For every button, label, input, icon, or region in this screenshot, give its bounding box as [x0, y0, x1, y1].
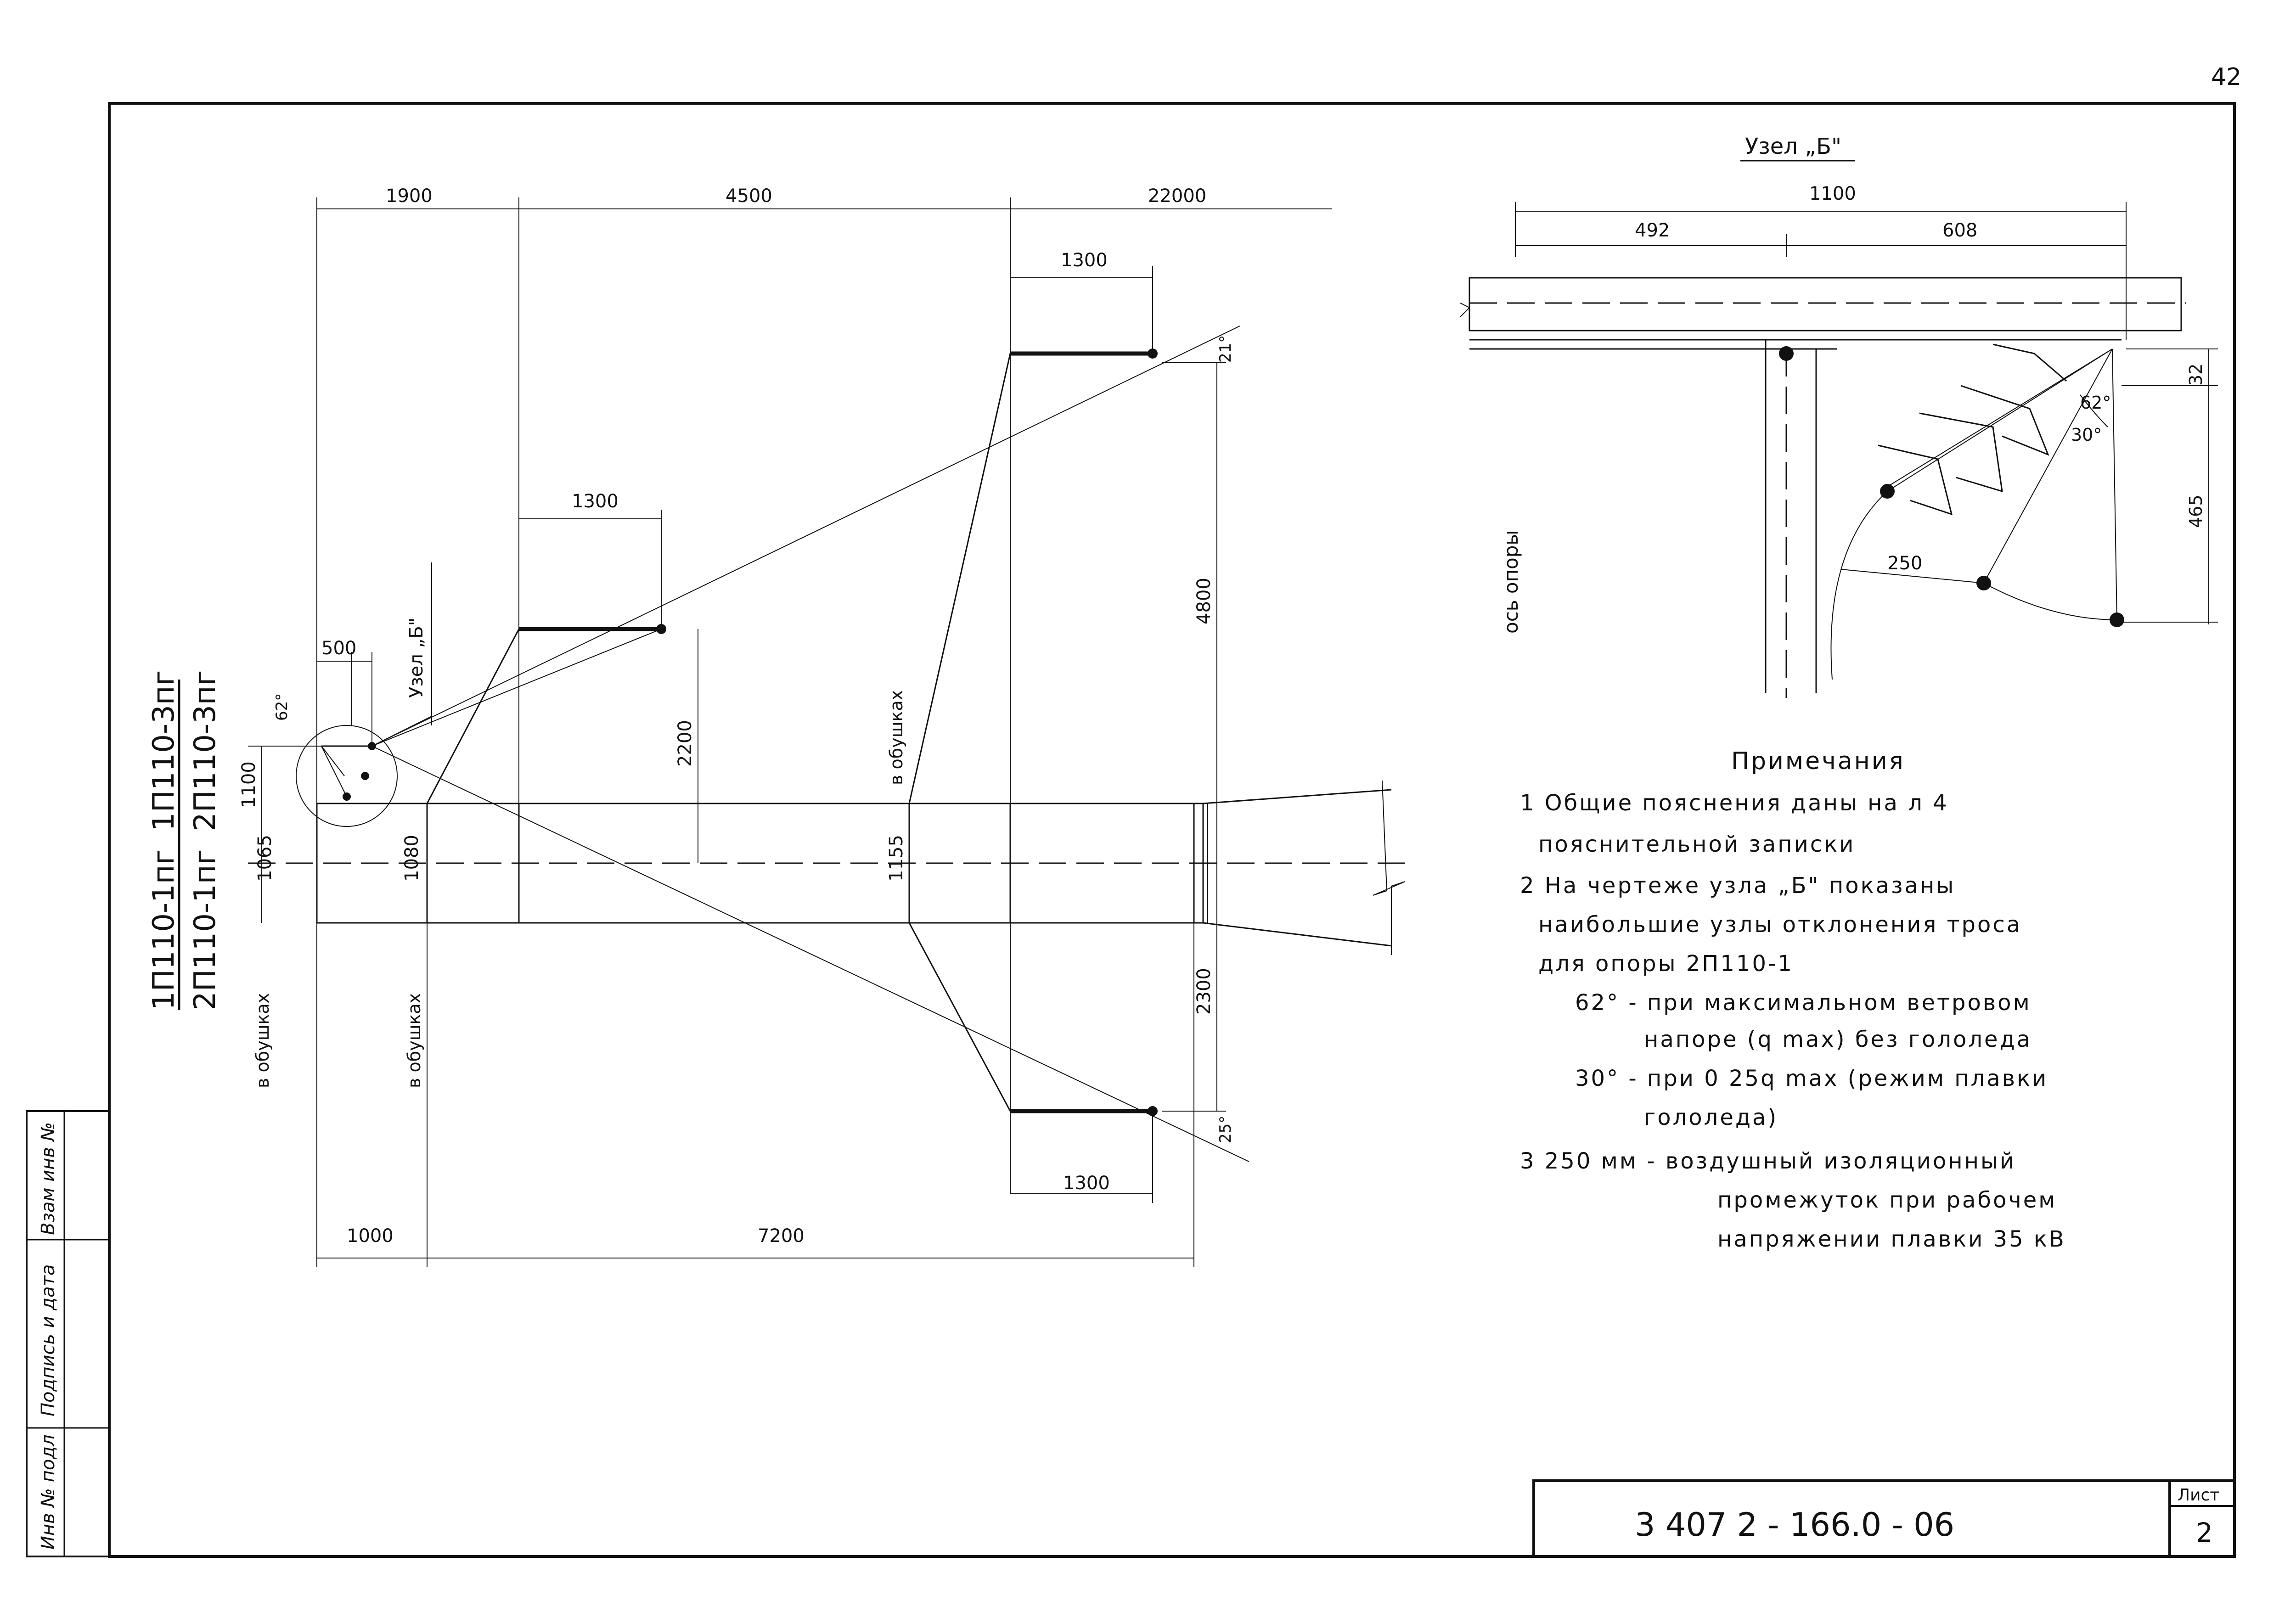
insulator-string: [1878, 343, 2113, 516]
dim-2200: 2200: [675, 720, 696, 767]
note-line-1: 1 Общие пояснения даны на л 4: [1520, 790, 1949, 816]
axis-label: ось опоры: [1500, 530, 1522, 634]
node-dim-465: 465: [2186, 494, 2206, 528]
node-b-label: Узел „Б": [406, 618, 427, 698]
notes: Примечания 1 Общие пояснения даны на л 4…: [1520, 747, 2066, 1252]
dim-4800: 4800: [1193, 578, 1215, 624]
title-line2b: 2П110-3пг: [188, 670, 222, 831]
note-line-6: 62° - при максимальном ветровом: [1575, 990, 2032, 1016]
node-angle-30: 30°: [2071, 425, 2102, 445]
node-dim-1100: 1100: [1809, 183, 1856, 204]
node-b-view: Узел „Б" 1100 492 608 ось опоры: [1460, 134, 2218, 698]
element-title: 1П110-1пг 1П110-3пг 2П110-1пг 2П110-3пг: [147, 670, 222, 1010]
dim-1080: 1080: [401, 835, 422, 882]
note-line-4: наибольшие узлы отклонения троса: [1538, 912, 2022, 938]
dim-1300-top: 1300: [1061, 250, 1108, 271]
label-obushkah-1: в обушках: [253, 993, 273, 1088]
note-line-8: 30° - при 0 25q max (режим плавки: [1575, 1066, 2048, 1091]
dim-1300-bot: 1300: [1063, 1173, 1110, 1194]
note-line-3: 2 На чертеже узла „Б" показаны: [1520, 873, 1955, 899]
notes-heading: Примечания: [1731, 747, 1905, 775]
dim-1065: 1065: [254, 835, 276, 882]
angle-21: 21°: [1216, 335, 1235, 363]
stamp-vzam-inv: Взам инв №: [38, 1122, 59, 1235]
title-block: 3 407 2 - 166.0 - 06 Лист 2: [1532, 1479, 2236, 1558]
stamp-podpis-data: Подпись и дата: [38, 1264, 59, 1416]
label-obushkah-3: в обушках: [886, 690, 906, 785]
dim-top-4500: 4500: [726, 185, 772, 207]
title-line1a: 1П110-1пг: [147, 849, 181, 1010]
dim-top-1900: 1900: [386, 185, 433, 207]
note-line-12: напряжении плавки 35 кВ: [1717, 1226, 2066, 1252]
dim-2300: 2300: [1193, 968, 1215, 1015]
note-line-7: напоре (q max) без гололеда: [1644, 1027, 2032, 1052]
note-line-11: промежуток при рабочем: [1717, 1187, 2057, 1213]
note-line-5: для опоры 2П110-1: [1538, 951, 1794, 977]
title-line2a: 2П110-1пг: [188, 849, 222, 1010]
stamp-inv-podl: Инв № подл: [38, 1434, 59, 1550]
node-dim-492: 492: [1635, 220, 1670, 241]
dim-top-22000: 22000: [1148, 185, 1206, 207]
title-line1b: 1П110-3пг: [147, 670, 181, 831]
node-angle-62: 62°: [2080, 393, 2111, 413]
node-dim-250: 250: [1887, 553, 1922, 574]
dim-bottom-7200: 7200: [758, 1225, 805, 1247]
dim-1155: 1155: [886, 835, 907, 882]
dim-bottom-1000: 1000: [347, 1225, 394, 1247]
dim-1300-mid: 1300: [572, 491, 619, 512]
sheet-label: Лист: [2178, 1486, 2219, 1505]
label-obushkah-2: в обушках: [404, 993, 424, 1088]
dim-500: 500: [321, 638, 356, 659]
sheet-number: 2: [2196, 1517, 2213, 1548]
node-dim-32: 32: [2186, 364, 2206, 386]
main-view: 1900 4500 22000 1300 1300 1300 500 4800 …: [238, 185, 1410, 1267]
note-line-9: гололеда): [1644, 1105, 1778, 1130]
node-dim-608: 608: [1942, 220, 1977, 241]
dim-1100: 1100: [238, 761, 259, 808]
side-stamp: Инв № подл Подпись и дата Взам инв №: [26, 1110, 110, 1557]
drawing-code: 3 407 2 - 166.0 - 06: [1635, 1506, 1954, 1544]
angle-25: 25°: [1216, 1116, 1235, 1143]
note-line-2: пояснительной записки: [1538, 831, 1855, 857]
node-b-title: Узел „Б": [1745, 134, 1841, 159]
frame-border: [108, 102, 2236, 1558]
angle-62-main: 62°: [273, 693, 291, 721]
note-line-10: 3 250 мм - воздушный изоляционный: [1520, 1148, 2016, 1174]
page-number: 42: [2211, 63, 2241, 91]
